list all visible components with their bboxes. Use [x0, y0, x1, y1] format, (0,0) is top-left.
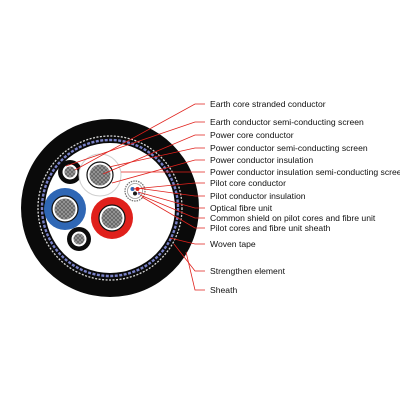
label-pilot-insulation: Pilot conductor insulation — [210, 191, 306, 201]
label-power-semiconducting-screen: Power conductor semi-conducting screen — [210, 143, 368, 153]
power-core-top — [78, 153, 122, 197]
label-pilot-sheath: Pilot cores and fibre unit sheath — [210, 223, 331, 233]
woven-tape — [40, 138, 180, 278]
label-sheath: Sheath — [210, 285, 237, 295]
earth-core — [58, 160, 82, 184]
strengthen-element — [37, 135, 183, 281]
label-earth-core-conductor: Earth core stranded conductor — [210, 99, 326, 109]
label-earth-semiconducting-screen: Earth conductor semi-conducting screen — [210, 117, 364, 127]
label-power-insulation: Power conductor insulation — [210, 155, 313, 165]
label-common-shield: Common shield on pilot cores and fibre u… — [210, 213, 376, 223]
label-optical-fibre: Optical fibre unit — [210, 203, 273, 213]
power-core-blue — [44, 188, 86, 230]
pilot-fibre-unit — [124, 180, 146, 202]
earth-core-lower — [67, 227, 91, 251]
label-power-insulation-screen: Power conductor insulation semi-conducti… — [210, 167, 400, 177]
label-power-core-conductor: Power core conductor — [210, 130, 294, 140]
label-woven-tape: Woven tape — [210, 239, 256, 249]
label-strengthen-element: Strengthen element — [210, 266, 286, 276]
leader-lines — [65, 103, 205, 291]
power-core-red — [91, 197, 133, 239]
label-pilot-core-conductor: Pilot core conductor — [210, 178, 286, 188]
